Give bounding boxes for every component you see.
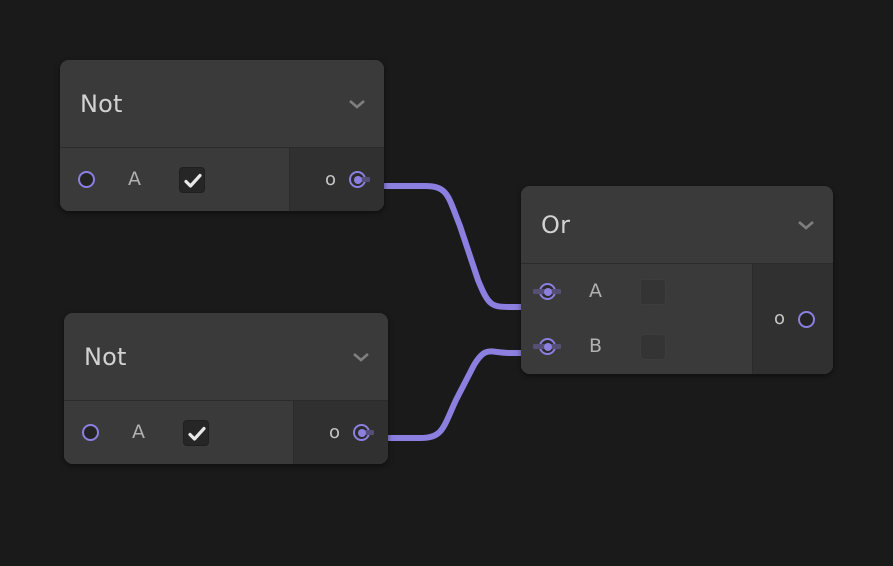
input-label-b: B xyxy=(589,335,603,357)
connection-wire-not2-to-or-b[interactable] xyxy=(386,348,531,441)
chevron-down-icon[interactable] xyxy=(348,98,366,110)
input-row-a: A xyxy=(60,148,289,211)
output-row-o: o xyxy=(294,401,388,464)
input-label-a: A xyxy=(128,168,141,190)
node-outputs-column: o xyxy=(753,264,833,374)
chevron-down-icon[interactable] xyxy=(352,351,370,363)
input-wire-stub xyxy=(533,344,561,349)
node-not-1[interactable]: Not A xyxy=(60,60,384,211)
node-outputs-column: o xyxy=(290,148,384,211)
node-body: A o xyxy=(60,148,384,211)
output-wire-stub xyxy=(358,177,370,182)
input-checkbox-a[interactable] xyxy=(640,278,666,305)
node-header[interactable]: Not xyxy=(60,60,384,148)
input-row-b: B xyxy=(521,319,752,374)
node-not-2[interactable]: Not A xyxy=(64,313,388,464)
input-wire-stub xyxy=(533,289,561,294)
output-wire-stub xyxy=(362,430,374,435)
output-row-o: o xyxy=(753,264,833,374)
output-port-o[interactable] xyxy=(353,424,374,441)
node-title: Or xyxy=(541,210,571,239)
node-title: Not xyxy=(80,89,123,118)
node-inputs-column: A B xyxy=(521,264,753,374)
input-checkbox-a[interactable] xyxy=(179,166,205,193)
node-header[interactable]: Or xyxy=(521,186,833,264)
input-row-a: A xyxy=(64,401,293,464)
input-port-a[interactable] xyxy=(82,424,99,441)
input-label-a: A xyxy=(589,280,602,302)
input-row-a: A xyxy=(521,264,752,319)
output-label-o: o xyxy=(773,308,785,329)
output-row-o: o xyxy=(290,148,384,211)
output-port-o[interactable] xyxy=(798,310,815,328)
node-outputs-column: o xyxy=(294,401,388,464)
node-inputs-column: A xyxy=(60,148,290,211)
output-label-o: o xyxy=(328,421,340,443)
input-port-b[interactable] xyxy=(533,338,561,355)
input-checkbox-b[interactable] xyxy=(640,333,667,360)
node-body: A o xyxy=(64,401,388,464)
input-checkbox-a[interactable] xyxy=(183,419,209,446)
node-or-1[interactable]: Or A xyxy=(521,186,833,374)
node-body: A B xyxy=(521,264,833,374)
node-header[interactable]: Not xyxy=(64,313,388,401)
output-port-o[interactable] xyxy=(349,171,370,188)
input-label-a: A xyxy=(132,421,145,443)
connection-wire-not1-to-or-a[interactable] xyxy=(382,183,531,310)
input-port-a[interactable] xyxy=(78,171,95,188)
node-inputs-column: A xyxy=(64,401,294,464)
chevron-down-icon[interactable] xyxy=(797,219,815,231)
node-title: Not xyxy=(84,342,127,371)
output-label-o: o xyxy=(324,168,336,190)
input-port-a[interactable] xyxy=(533,283,561,300)
